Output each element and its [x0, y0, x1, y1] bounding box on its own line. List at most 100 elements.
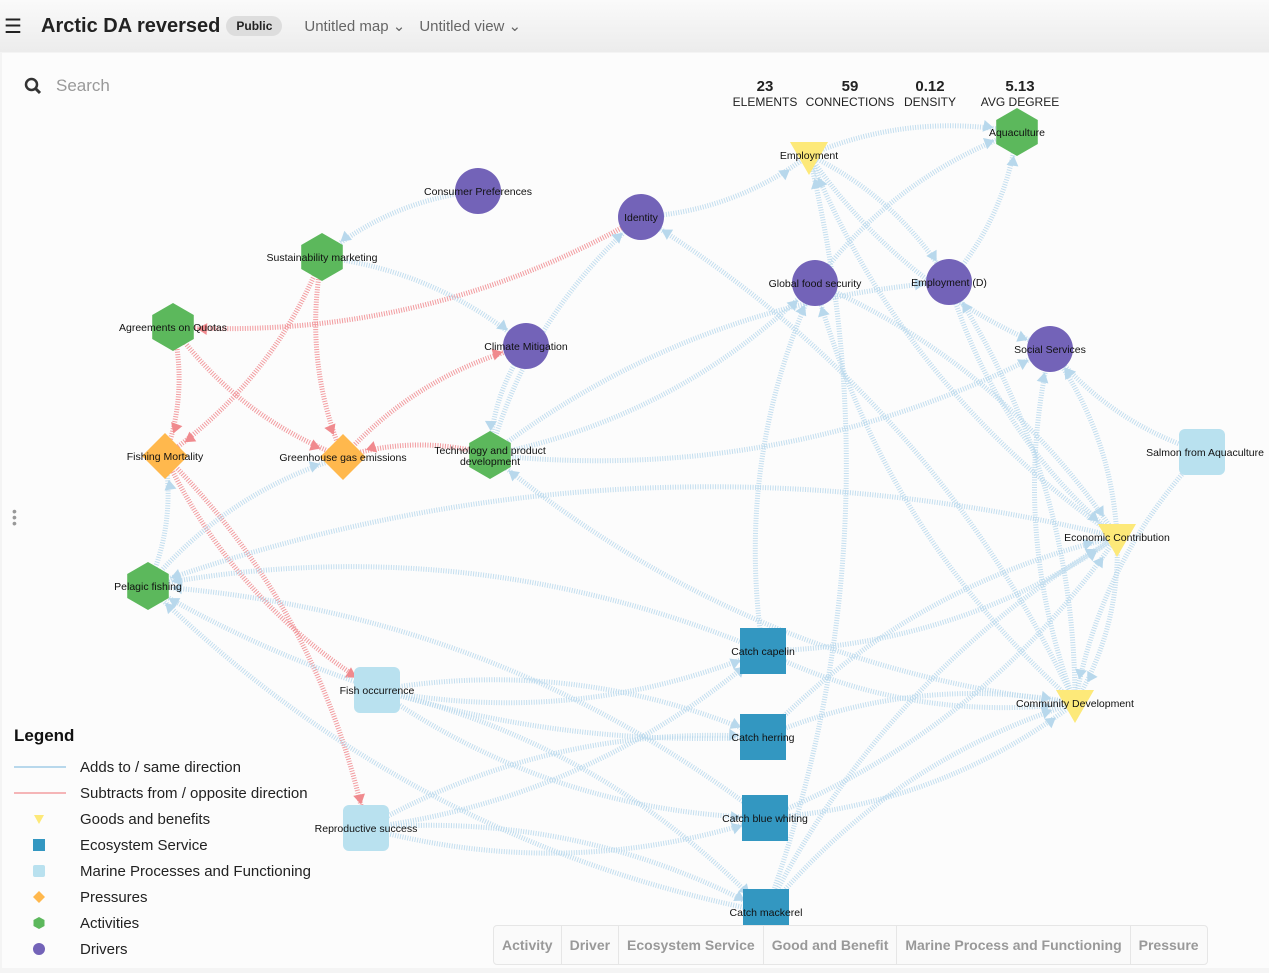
positive-connection[interactable] [761, 534, 1118, 739]
node-aoq[interactable]: Agreements on Quotas [119, 303, 227, 351]
node-ch[interactable]: Catch herring [731, 714, 795, 760]
node-emp[interactable]: Employment [780, 142, 838, 175]
positive-connection[interactable] [1072, 536, 1120, 705]
node-id[interactable]: Identity [618, 194, 664, 240]
positive-connection[interactable] [764, 700, 1076, 914]
tab-marine-process[interactable]: Marine Process and Functioning [897, 926, 1131, 964]
negative-connection[interactable] [162, 454, 379, 693]
arrowhead [1087, 670, 1098, 683]
positive-connection[interactable] [147, 564, 764, 654]
positive-connection[interactable] [146, 454, 344, 588]
node-pf[interactable]: Pelagic fishing [114, 562, 182, 610]
positive-connection[interactable] [763, 534, 1119, 914]
positive-connection[interactable] [812, 129, 1018, 285]
node-ccap[interactable]: Catch capelin [731, 628, 795, 674]
positive-connection[interactable] [752, 281, 818, 652]
positive-connection[interactable] [376, 648, 764, 706]
node-sm[interactable]: Sustainability marketing [267, 233, 378, 281]
positive-connection[interactable] [1032, 348, 1078, 704]
positive-connection[interactable] [487, 215, 643, 456]
positive-connection[interactable] [946, 281, 1119, 539]
node-cbw[interactable]: Catch blue whiting [722, 795, 808, 841]
map-name: Untitled map [304, 18, 389, 35]
positive-connection[interactable] [639, 214, 1078, 705]
positive-connection[interactable] [1072, 450, 1204, 704]
search-input[interactable]: Search [24, 76, 110, 96]
arrowhead [484, 420, 497, 432]
positive-connection[interactable] [320, 188, 479, 259]
positive-connection[interactable] [365, 649, 765, 831]
positive-connection[interactable] [814, 280, 1120, 539]
hamburger-menu-icon[interactable]: ☰ [4, 15, 22, 38]
positive-connection[interactable] [147, 484, 1118, 589]
tab-pressure[interactable]: Pressure [1138, 937, 1199, 953]
arrowhead [1040, 707, 1053, 719]
node-fm[interactable]: Fishing Mortality [127, 433, 204, 479]
negative-connection[interactable] [163, 454, 369, 829]
node-ss[interactable]: Social Services [1014, 326, 1086, 372]
arrowhead [728, 728, 740, 741]
negative-connection[interactable] [172, 214, 643, 332]
positive-connection[interactable] [488, 453, 1076, 706]
node-gfs[interactable]: Global food security [769, 260, 863, 306]
activity-hexagon-icon [301, 233, 343, 281]
marine-process-square-icon [1179, 429, 1225, 475]
positive-connection[interactable] [763, 154, 849, 913]
node-label: Reproductive success [315, 823, 418, 835]
view-name: Untitled view [419, 18, 505, 35]
positive-connection[interactable] [762, 534, 1119, 654]
positive-connection[interactable] [1047, 347, 1120, 538]
node-sfa[interactable]: Salmon from Aquaculture [1146, 429, 1264, 475]
positive-connection[interactable] [812, 282, 1077, 705]
positive-connection[interactable] [376, 687, 768, 914]
arrowhead [914, 278, 926, 291]
arrowhead [786, 299, 798, 312]
drag-handle-icon[interactable]: ••• [12, 503, 17, 531]
positive-connection[interactable] [764, 535, 1120, 821]
positive-connection[interactable] [489, 346, 1052, 464]
arrowhead [308, 461, 321, 473]
positive-connection[interactable] [806, 153, 1051, 352]
positive-connection[interactable] [489, 281, 817, 458]
positive-connection[interactable] [321, 254, 528, 348]
positive-connection[interactable] [761, 648, 1076, 711]
node-cp[interactable]: Consumer Preferences [424, 168, 532, 214]
positive-connection[interactable] [947, 131, 1020, 284]
positive-connection[interactable] [640, 153, 811, 220]
tab-ecosystem-service[interactable]: Ecosystem Service [619, 926, 764, 964]
map-dropdown[interactable]: Untitled map ⌄ [304, 18, 406, 35]
legend-item: Goods and benefits [14, 806, 311, 832]
node-label: Pelagic fishing [114, 581, 182, 593]
negative-connection[interactable] [162, 326, 182, 457]
positive-connection[interactable] [376, 677, 765, 740]
node-ec[interactable]: Economic Contribution [1064, 524, 1170, 557]
node-rs[interactable]: Reproductive success [315, 805, 418, 851]
node-ghg[interactable]: Greenhouse gas emissions [279, 434, 407, 480]
positive-connection[interactable] [806, 154, 1119, 540]
node-empd[interactable]: Employment (D) [911, 259, 987, 305]
tab-driver[interactable]: Driver [562, 926, 620, 964]
negative-connection[interactable] [170, 325, 344, 460]
positive-connection[interactable] [365, 822, 768, 915]
node-cm[interactable]: Climate Mitigation [484, 323, 568, 369]
node-fo[interactable]: Fish occurrence [340, 667, 415, 713]
arrowhead [171, 582, 183, 595]
positive-connection[interactable] [365, 815, 766, 856]
driver-circle-icon [792, 260, 838, 306]
node-aq[interactable]: Aquaculture [989, 108, 1045, 156]
view-dropdown[interactable]: Untitled view ⌄ [419, 18, 522, 35]
node-cd[interactable]: Community Development [1016, 690, 1134, 723]
negative-connection[interactable] [313, 256, 346, 458]
positive-connection[interactable] [375, 687, 766, 821]
tab-activity[interactable]: Activity [494, 926, 562, 964]
tab-good-and-benefit[interactable]: Good and Benefit [764, 926, 898, 964]
positive-connection[interactable] [764, 701, 1077, 821]
negative-connection[interactable] [163, 256, 325, 459]
positive-connection[interactable] [807, 152, 952, 284]
arrowhead [1006, 155, 1019, 167]
positive-connection[interactable] [146, 583, 764, 741]
